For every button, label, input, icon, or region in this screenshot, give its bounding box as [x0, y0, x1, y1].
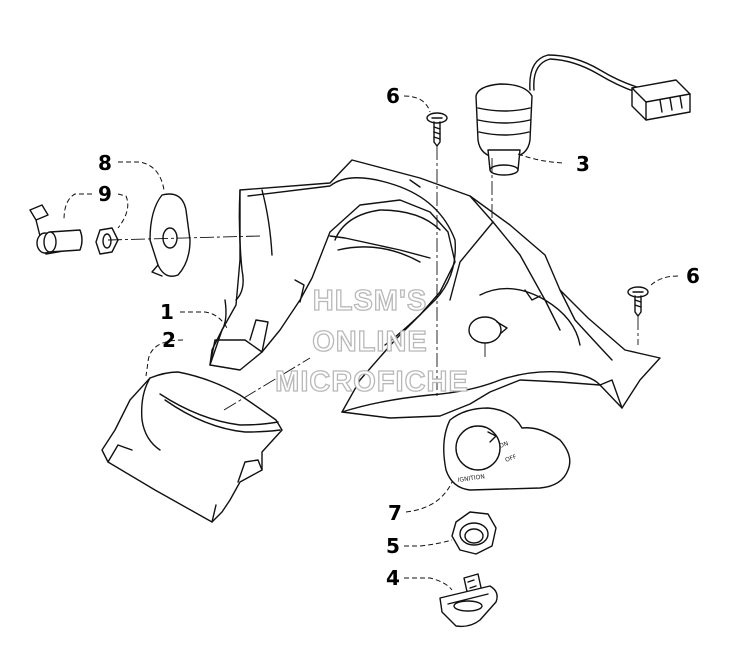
part-7-ignition-plate: IGNITION ON OFF: [443, 407, 571, 491]
part-5-nut: [451, 511, 497, 555]
watermark: HLSM'S ONLINE MICROFICHE: [275, 284, 469, 398]
part-4-key: [439, 573, 498, 628]
part-6-screw-top: [426, 112, 448, 147]
watermark-line-2: ONLINE: [312, 326, 428, 358]
part-9-accessory-socket: [29, 204, 119, 255]
callout-8: 8: [98, 151, 112, 175]
callout-5: 5: [386, 534, 400, 558]
callout-2: 2: [162, 328, 176, 352]
svg-text:ON: ON: [498, 440, 509, 450]
svg-text:OFF: OFF: [504, 453, 518, 464]
part-1-side-panel: [209, 299, 227, 366]
callout-7: 7: [388, 501, 402, 525]
callout-3: 3: [576, 152, 590, 176]
watermark-line-1: HLSM'S: [313, 285, 427, 317]
watermark-line-3: MICROFICHE: [275, 366, 469, 398]
callout-6-top: 6: [386, 84, 400, 108]
assembly-centerlines: [107, 146, 639, 411]
callout-1: 1: [160, 300, 174, 324]
part-8-plate: [149, 193, 191, 277]
part-2-lower-cover: [101, 371, 283, 523]
part-3-switch-assembly: [475, 54, 691, 176]
ignition-plate-label: IGNITION: [457, 473, 485, 484]
callout-9: 9: [98, 182, 112, 206]
callout-4: 4: [386, 566, 400, 590]
part-6-screw-right: [627, 286, 649, 317]
callouts: 1 2 3 4 5 6 6 7 8 9: [63, 84, 700, 591]
callout-6-right: 6: [686, 264, 700, 288]
console-housing: [209, 159, 661, 419]
